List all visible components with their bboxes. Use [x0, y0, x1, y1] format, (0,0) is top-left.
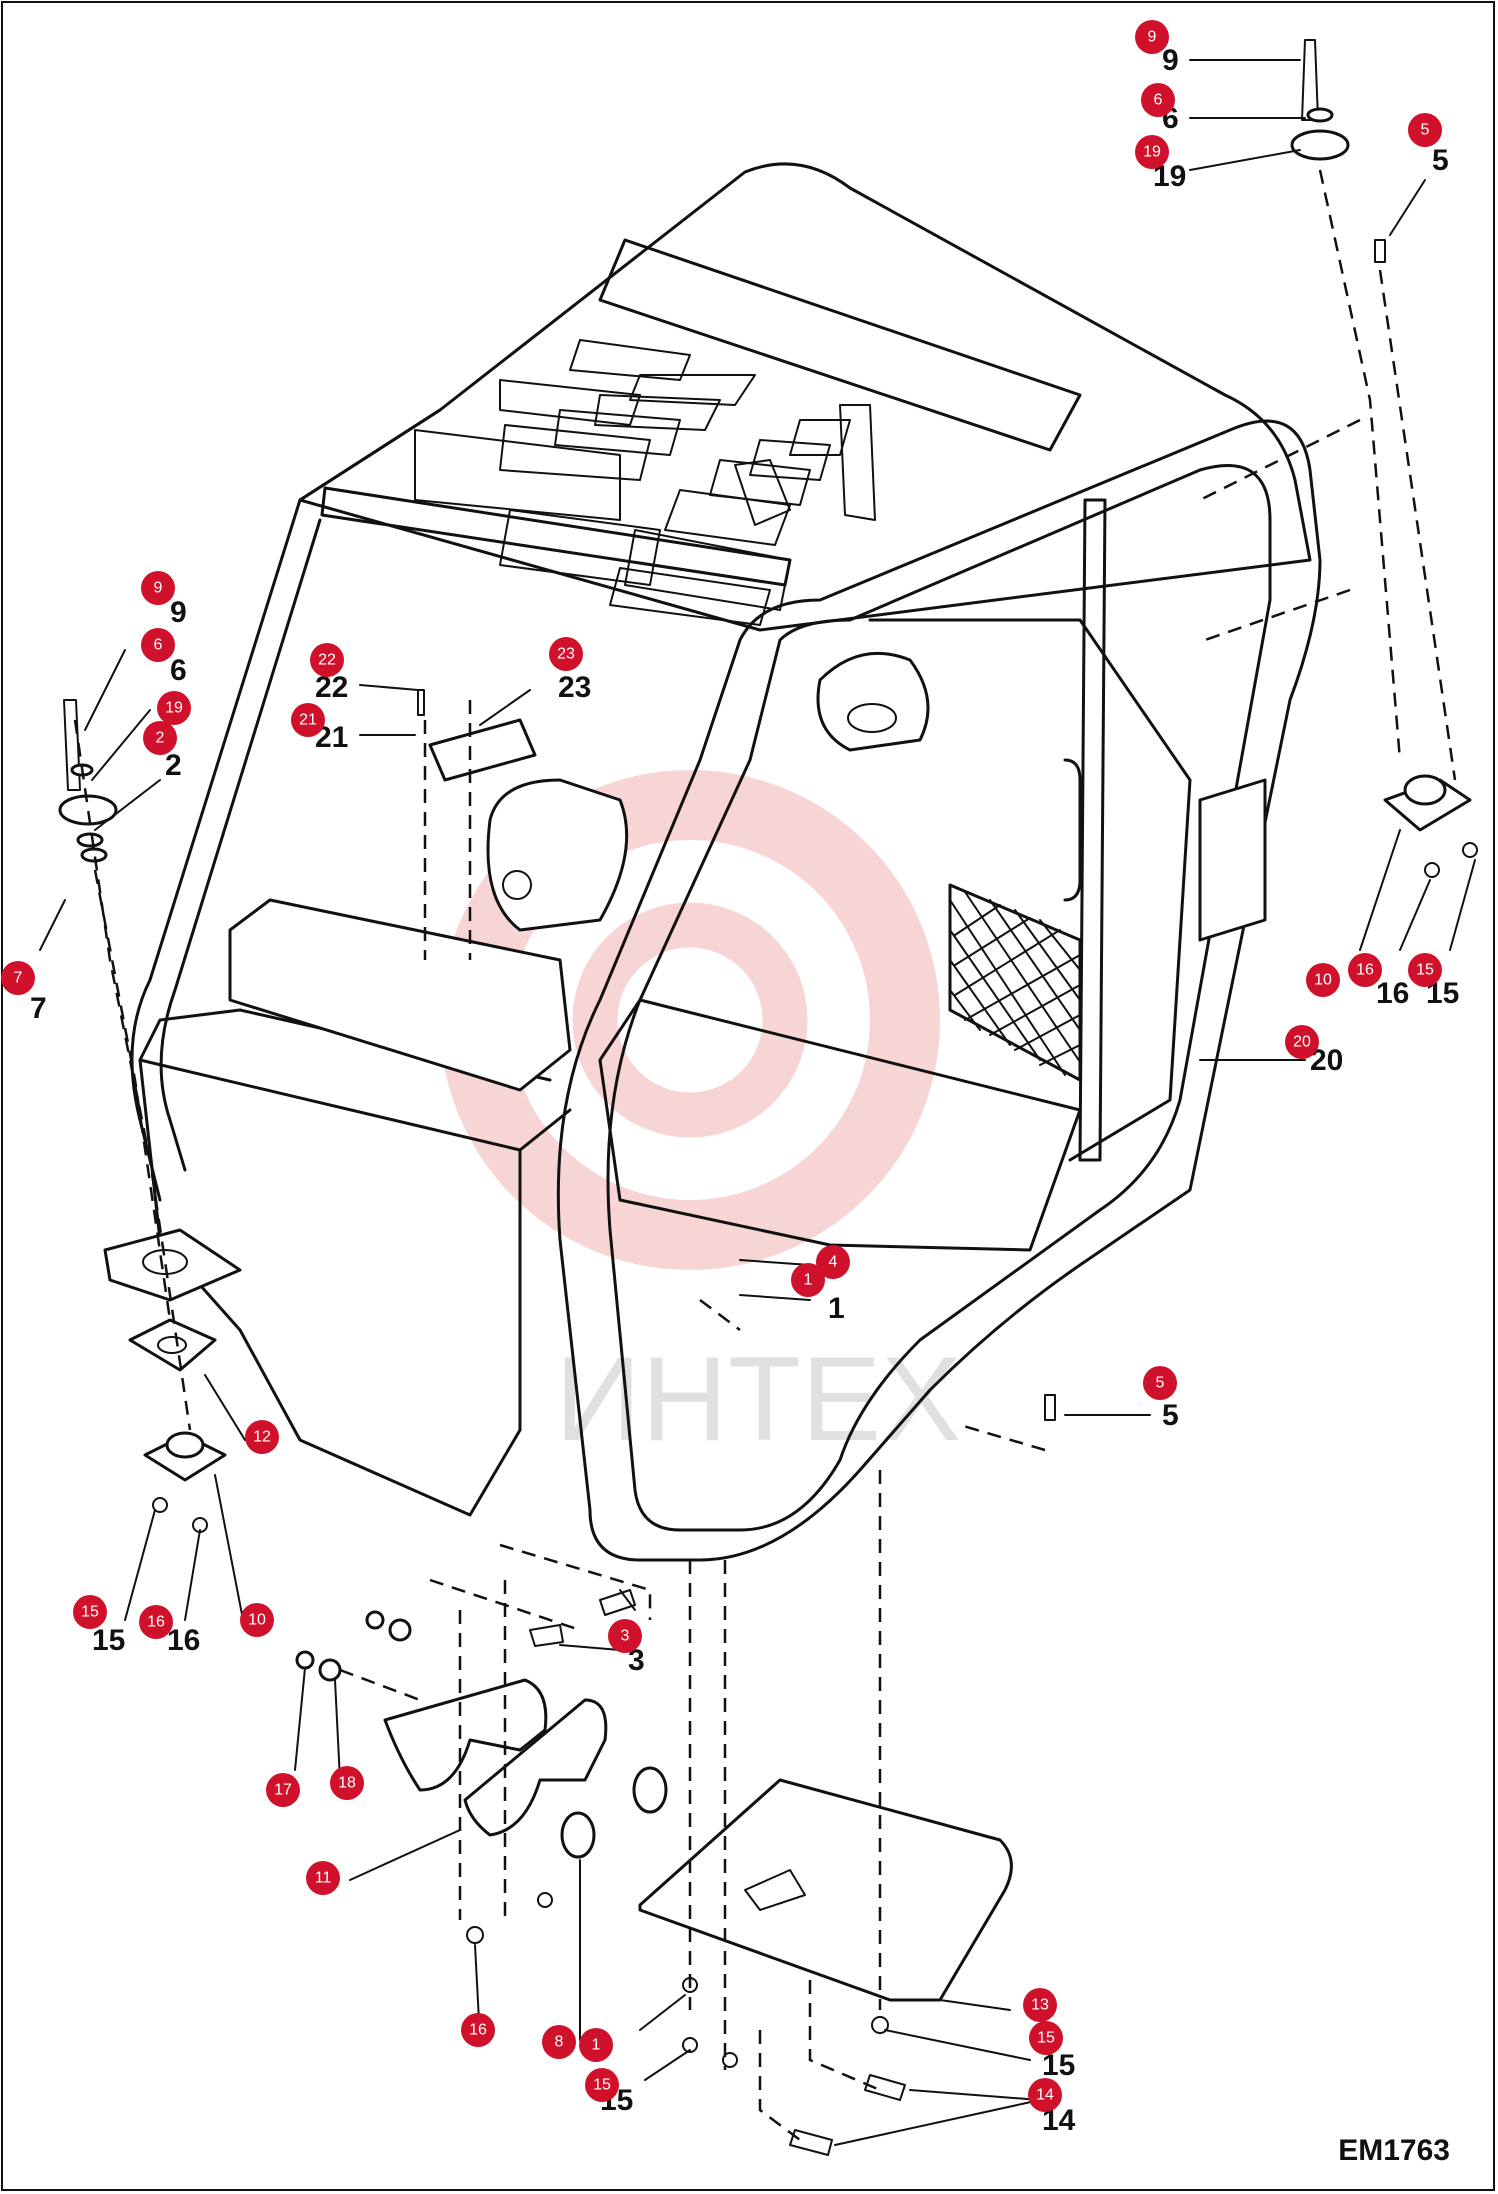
svg-text:12: 12 — [253, 1429, 271, 1446]
svg-text:16: 16 — [1356, 962, 1374, 979]
part-number: 3 — [628, 1644, 645, 1677]
callout[interactable]: 16 — [1348, 953, 1382, 987]
alignment-lines — [73, 169, 1457, 2141]
callout[interactable]: 17 — [266, 1773, 300, 1807]
svg-text:5: 5 — [1156, 1375, 1165, 1392]
svg-text:15: 15 — [1037, 2030, 1055, 2047]
part-number: 5 — [1162, 1399, 1179, 1432]
part-number: 16 — [167, 1624, 200, 1657]
part-number: 15 — [92, 1624, 125, 1657]
callout[interactable]: 5 — [1143, 1366, 1177, 1400]
svg-text:19: 19 — [165, 700, 183, 717]
callout[interactable]: 16 — [461, 2013, 495, 2047]
svg-text:15: 15 — [593, 2077, 611, 2094]
svg-text:7: 7 — [14, 970, 23, 987]
svg-text:3: 3 — [621, 1628, 630, 1645]
callout[interactable]: 7 — [1, 961, 35, 995]
part-number: 9 — [1162, 44, 1179, 77]
callout[interactable]: 4 — [816, 1245, 850, 1279]
callout[interactable]: 11 — [306, 1861, 340, 1895]
exploded-parts — [58, 39, 1478, 2156]
mesh-window — [948, 883, 1082, 1082]
svg-text:2: 2 — [156, 730, 165, 747]
part-number: 1 — [828, 1292, 845, 1325]
svg-text:9: 9 — [154, 580, 163, 597]
callout[interactable]: 3 — [608, 1619, 642, 1653]
callout[interactable]: 6 — [141, 628, 175, 662]
callout[interactable]: 1 — [579, 2028, 613, 2062]
callout[interactable]: 14 — [1028, 2078, 1062, 2112]
callout[interactable]: 10 — [240, 1603, 274, 1637]
callout[interactable]: 12 — [245, 1420, 279, 1454]
part-number: 2 — [165, 749, 182, 782]
svg-text:22: 22 — [318, 652, 336, 669]
callout[interactable]: 20 — [1285, 1025, 1319, 1059]
svg-text:19: 19 — [1143, 144, 1161, 161]
svg-text:10: 10 — [1314, 972, 1332, 989]
part-number: 23 — [558, 671, 591, 704]
part-number: 9 — [170, 596, 187, 629]
part-numbers: 9 6 19 5 9 6 2 22 23 21 7 16 15 20 1 5 1… — [30, 44, 1459, 2137]
callout[interactable]: 9 — [1135, 20, 1169, 54]
svg-text:4: 4 — [829, 1254, 838, 1271]
part-number: 7 — [30, 992, 47, 1025]
svg-text:6: 6 — [154, 637, 163, 654]
svg-text:15: 15 — [1416, 962, 1434, 979]
svg-text:8: 8 — [555, 2034, 564, 2051]
callout[interactable]: 19 — [157, 691, 191, 725]
svg-text:11: 11 — [315, 1870, 332, 1887]
part-number: 5 — [1432, 144, 1449, 177]
callout[interactable]: 15 — [1029, 2021, 1063, 2055]
part-number: 22 — [315, 671, 348, 704]
callout[interactable]: 9 — [141, 571, 175, 605]
callout[interactable]: 6 — [1141, 83, 1175, 117]
callout[interactable]: 22 — [310, 643, 344, 677]
svg-text:18: 18 — [338, 1775, 356, 1792]
callout[interactable]: 15 — [1408, 953, 1442, 987]
callout[interactable]: 13 — [1023, 1988, 1057, 2022]
callout[interactable]: 5 — [1408, 113, 1442, 147]
watermark-text: ИНТЕХ — [555, 1332, 961, 1466]
callout[interactable]: 8 — [542, 2025, 576, 2059]
svg-text:13: 13 — [1031, 1997, 1049, 2014]
svg-text:17: 17 — [274, 1782, 292, 1799]
svg-text:15: 15 — [81, 1604, 99, 1621]
svg-text:16: 16 — [147, 1614, 165, 1631]
svg-text:9: 9 — [1148, 29, 1157, 46]
callout[interactable]: 1 — [791, 1263, 825, 1297]
svg-text:5: 5 — [1421, 122, 1430, 139]
cab-frame — [103, 162, 1322, 1562]
callout-badges: 9 6 19 5 9 6 19 2 22 23 21 7 10 16 15 20… — [1, 20, 1442, 2112]
callout[interactable]: 15 — [585, 2068, 619, 2102]
callout[interactable]: 16 — [139, 1605, 173, 1639]
svg-text:16: 16 — [469, 2022, 487, 2039]
svg-text:20: 20 — [1293, 1034, 1311, 1051]
part-number: 6 — [170, 654, 187, 687]
svg-text:21: 21 — [299, 712, 317, 729]
svg-text:6: 6 — [1154, 92, 1163, 109]
callout[interactable]: 2 — [143, 721, 177, 755]
callout[interactable]: 10 — [1306, 963, 1340, 997]
callout[interactable]: 18 — [330, 1766, 364, 1800]
callout[interactable]: 19 — [1135, 135, 1169, 169]
svg-text:23: 23 — [557, 646, 575, 663]
callout[interactable]: 23 — [549, 637, 583, 671]
svg-text:1: 1 — [592, 2037, 601, 2054]
svg-text:14: 14 — [1036, 2087, 1054, 2104]
svg-text:10: 10 — [248, 1612, 266, 1629]
callout[interactable]: 15 — [73, 1595, 107, 1629]
part-number: 16 — [1376, 977, 1409, 1010]
svg-text:1: 1 — [804, 1272, 813, 1289]
leader-lines — [39, 59, 1476, 2146]
drawing-code: EM1763 — [1338, 2134, 1450, 2167]
callout[interactable]: 21 — [291, 703, 325, 737]
